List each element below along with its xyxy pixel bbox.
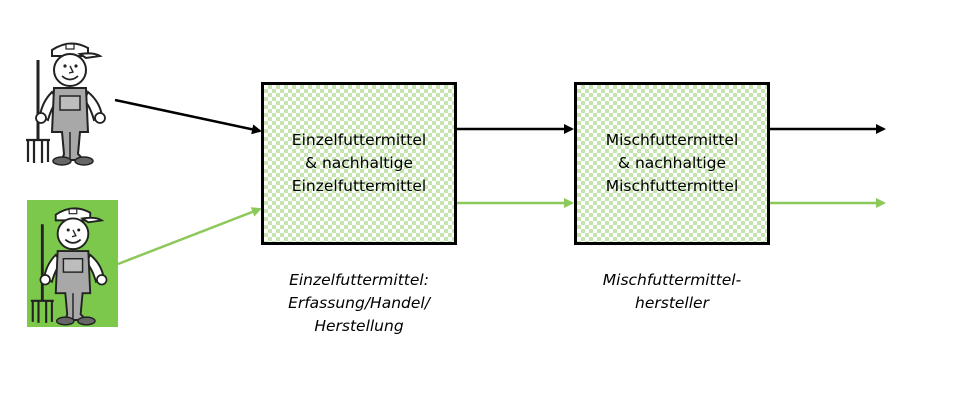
box2-line-3: Mischfuttermittel xyxy=(605,177,739,195)
caption2-line-2: hersteller xyxy=(635,294,709,312)
box-mischfuttermittel: Mischfuttermittel & nachhaltige Mischfut… xyxy=(574,82,770,245)
arrow-green-farmer-to-box1 xyxy=(117,207,262,266)
caption-einzelfuttermittel: Einzelfuttermittel: Erfassung/Handel/ He… xyxy=(259,269,459,338)
caption2-line-1: Mischfuttermittel- xyxy=(602,271,742,289)
box2-line-1: Mischfuttermittel xyxy=(605,131,739,149)
caption1-line-1: Einzelfuttermittel: xyxy=(289,271,429,289)
box-einzelfuttermittel-text: Einzelfuttermittel & nachhaltige Einzelf… xyxy=(292,129,426,198)
box2-line-2: & nachhaltige xyxy=(617,154,727,172)
farmer-icon xyxy=(26,42,106,166)
caption1-line-2: Erfassung/Handel/ xyxy=(288,294,430,312)
arrow-farmer-to-box1 xyxy=(114,98,262,135)
caption1-line-3: Herstellung xyxy=(314,317,404,335)
caption-mischfuttermittelhersteller: Mischfuttermittel- hersteller xyxy=(570,269,774,315)
farmer-green-icon xyxy=(30,207,108,326)
box1-line-3: Einzelfuttermittel xyxy=(291,177,427,195)
box-mischfuttermittel-text: Mischfuttermittel & nachhaltige Mischfut… xyxy=(606,129,739,198)
farmer-green-tile xyxy=(27,200,118,327)
box1-line-2: & nachhaltige xyxy=(304,154,414,172)
box-einzelfuttermittel: Einzelfuttermittel & nachhaltige Einzelf… xyxy=(261,82,457,245)
box1-line-1: Einzelfuttermittel xyxy=(291,131,427,149)
